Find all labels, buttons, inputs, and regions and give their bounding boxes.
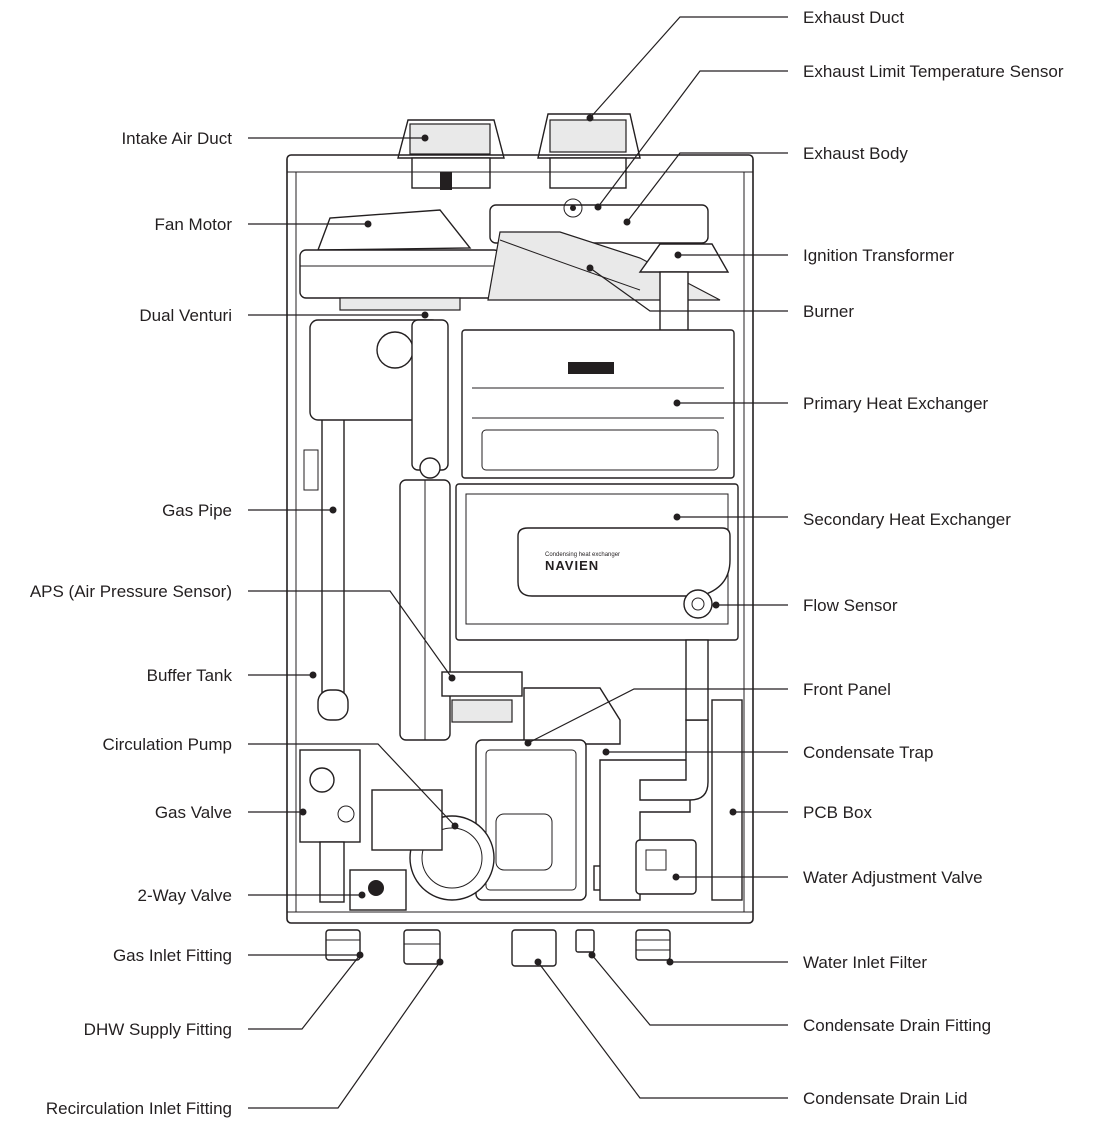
pcb-box-drawing: [711, 699, 743, 901]
label-fan-motor: Fan Motor: [155, 215, 233, 234]
gas-valve-drawing: [299, 749, 361, 903]
label-dhw-supply-fitting: DHW Supply Fitting: [84, 1020, 232, 1039]
label-intake-air-duct: Intake Air Duct: [121, 129, 232, 148]
right-labels: Exhaust Duct Exhaust Limit Temperature S…: [524, 8, 1064, 1108]
label-burner: Burner: [803, 302, 854, 321]
fan-motor-drawing: [299, 209, 501, 311]
primary-heat-exchanger-drawing: [461, 329, 735, 479]
label-water-adjustment-valve: Water Adjustment Valve: [803, 868, 983, 887]
label-gas-inlet-fitting: Gas Inlet Fitting: [113, 946, 232, 965]
label-front-panel: Front Panel: [803, 680, 891, 699]
label-condensate-trap: Condensate Trap: [803, 743, 933, 762]
condensate-trap-drawing: [599, 639, 709, 901]
exhaust-duct-drawing: [537, 113, 641, 189]
aps-drawing: [441, 671, 523, 723]
left-labels: Intake Air Duct Fan Motor Dual Venturi G…: [30, 129, 459, 1118]
label-dual-venturi: Dual Venturi: [139, 306, 232, 325]
label-exhaust-duct: Exhaust Duct: [803, 8, 904, 27]
bottom-fittings-drawing: [325, 929, 671, 967]
label-aps: APS (Air Pressure Sensor): [30, 582, 232, 601]
label-primary-heat-exchanger: Primary Heat Exchanger: [803, 394, 989, 413]
label-buffer-tank: Buffer Tank: [147, 666, 233, 685]
hx-caption: Condensing heat exchanger: [545, 552, 620, 558]
two-way-valve-drawing: [349, 869, 407, 911]
label-flow-sensor: Flow Sensor: [803, 596, 898, 615]
intake-air-duct-drawing: [397, 119, 505, 190]
label-condensate-drain-lid: Condensate Drain Lid: [803, 1089, 967, 1108]
label-exhaust-limit-temperature-sensor: Exhaust Limit Temperature Sensor: [803, 62, 1064, 81]
label-gas-pipe: Gas Pipe: [162, 501, 232, 520]
gas-pipe-drawing: [303, 329, 349, 721]
secondary-heat-exchanger-drawing: Condensing heat exchanger NAVIEN: [455, 483, 739, 641]
front-panel-drawing: [475, 687, 621, 901]
label-ignition-transformer: Ignition Transformer: [803, 246, 955, 265]
label-circulation-pump: Circulation Pump: [103, 735, 232, 754]
label-water-inlet-filter: Water Inlet Filter: [803, 953, 927, 972]
label-secondary-heat-exchanger: Secondary Heat Exchanger: [803, 510, 1011, 529]
circulation-pump-drawing: [371, 789, 495, 901]
label-pcb-box: PCB Box: [803, 803, 872, 822]
label-recirculation-inlet-fitting: Recirculation Inlet Fitting: [46, 1099, 232, 1118]
dual-venturi-drawing: [309, 319, 449, 479]
water-heater-unit: Condensing heat exchanger NAVIEN: [286, 113, 754, 967]
label-exhaust-body: Exhaust Body: [803, 144, 908, 163]
brand-logo: NAVIEN: [545, 558, 599, 573]
cabinet-outline: [286, 154, 754, 924]
water-adjustment-valve-drawing: [635, 839, 697, 895]
label-condensate-drain-fitting: Condensate Drain Fitting: [803, 1016, 991, 1035]
buffer-tank-drawing: [399, 479, 451, 741]
label-2-way-valve: 2-Way Valve: [138, 886, 232, 905]
label-gas-valve: Gas Valve: [155, 803, 232, 822]
